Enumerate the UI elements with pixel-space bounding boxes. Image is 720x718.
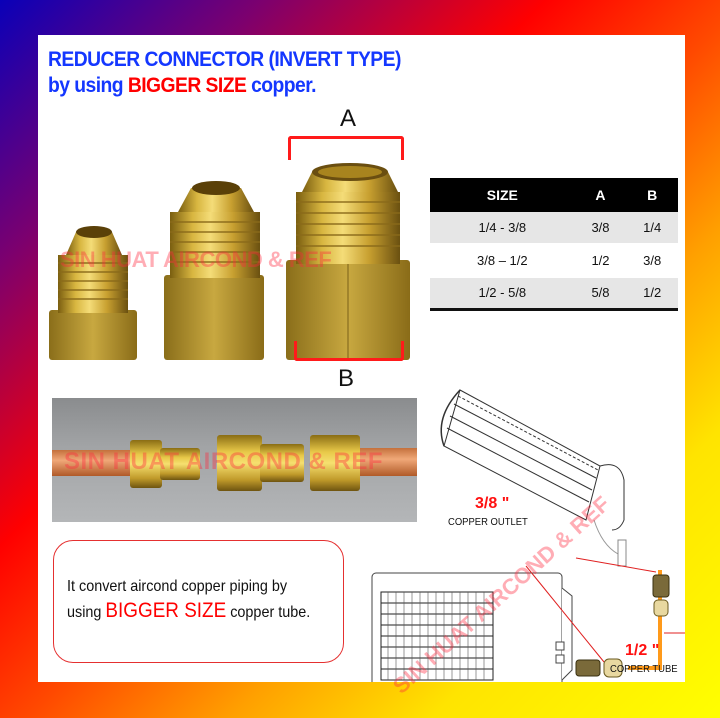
brass-fittings-image [49, 163, 410, 360]
description-line-2: using BIGGER SIZE copper tube. [67, 599, 310, 625]
dimension-bracket-a [288, 136, 404, 160]
cell-a: 1/2 [591, 253, 610, 268]
column-header-b: B [626, 178, 678, 212]
table-row: 3/8 – 1/2 1/2 3/8 [430, 243, 678, 278]
indoor-unit-icon [440, 389, 627, 567]
cell-a: 5/8 [574, 278, 627, 309]
size-table: SIZE A B 1/4 - 3/8 3/8 1/4 3/8 – 1/2 1/2… [430, 178, 678, 311]
aircon-installation-diagram: SIN HUAT AIRCOND & REF [358, 370, 689, 699]
fitting-flare-nut-large [310, 435, 360, 491]
cell-size: 3/8 – 1/2 [477, 253, 528, 268]
fitting-thread-reducer [260, 444, 304, 482]
title-line-1: REDUCER CONNECTOR (INVERT TYPE) [48, 48, 401, 71]
cell-size: 1/4 - 3/8 [430, 212, 575, 243]
outlet-label: COPPER OUTLET [448, 516, 528, 528]
description-highlight: BIGGER SIZE [105, 599, 227, 622]
page-title: REDUCER CONNECTOR (INVERT TYPE) by using… [48, 47, 401, 99]
fitting-flare-nut-small [130, 440, 162, 488]
tube-size-label: 1/2 " [625, 642, 660, 659]
table-row: 1/2 - 5/8 5/8 1/2 [430, 278, 678, 309]
outlet-size-label: 3/8 " [475, 495, 510, 512]
dimension-label-b: B [338, 365, 355, 392]
title-line-2: by using BIGGER SIZE copper. [48, 73, 401, 99]
description-line-1: It convert aircond copper piping by [67, 578, 288, 595]
copper-pipe-right [352, 448, 417, 476]
aircon-diagram-drawing [371, 389, 689, 689]
cell-b: 1/4 [626, 212, 678, 243]
description-box: It convert aircond copper piping by usin… [53, 540, 344, 663]
fitting-hex-reducer [217, 435, 262, 491]
column-header-a: A [574, 178, 627, 212]
title-highlight: BIGGER SIZE [127, 74, 247, 97]
cell-a: 3/8 [574, 212, 627, 243]
content-panel: REDUCER CONNECTOR (INVERT TYPE) by using… [38, 35, 689, 699]
copper-tube-icon [575, 570, 670, 678]
cell-b: 3/8 [643, 253, 662, 268]
outdoor-unit-icon [371, 572, 573, 689]
size-table-header: SIZE A B [430, 178, 678, 212]
description-text: It convert aircond copper piping by usin… [67, 575, 310, 625]
column-header-size: SIZE [430, 178, 575, 212]
dimension-label-a: A [340, 105, 357, 132]
dimension-bracket-b [294, 341, 404, 361]
copper-pipe-left [52, 450, 132, 476]
cell-size: 1/2 - 5/8 [430, 278, 575, 309]
title-line-2-prefix: by using [48, 74, 128, 97]
cell-b: 1/2 [626, 278, 678, 309]
table-row: 1/4 - 3/8 3/8 1/4 [430, 212, 678, 243]
title-line-2-suffix: copper. [246, 74, 316, 97]
fittings-photo [46, 160, 416, 375]
fitting-thread-small [160, 448, 200, 480]
tube-label: COPPER TUBE [610, 663, 678, 675]
description-line-2-suffix: copper tube. [226, 604, 311, 621]
description-line-2-prefix: using [67, 604, 106, 621]
